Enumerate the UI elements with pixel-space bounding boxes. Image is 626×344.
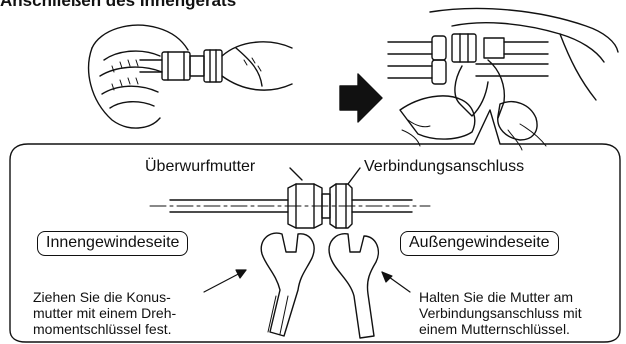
spanner-wrench-illustration [329, 234, 378, 338]
torque-wrench-note: Ziehen Sie die Konus- mutter mit einem D… [33, 289, 176, 337]
note-line: Verbindungsanschluss mit [419, 305, 582, 321]
outer-thread-side-tag: Außengewindeseite [400, 231, 559, 256]
hands-holding-joint-illustration [89, 25, 292, 128]
pointer-arrows [204, 270, 410, 292]
note-line: mutter mit einem Dreh- [33, 305, 176, 321]
connection-label: Verbindungsanschluss [364, 158, 524, 176]
note-line: Ziehen Sie die Konus- [33, 289, 176, 305]
note-line: momentschlüssel fest. [33, 321, 176, 337]
spanner-note: Halten Sie die Mutter am Verbindungsansc… [419, 289, 582, 337]
note-line: einem Mutternschlüssel. [419, 321, 582, 337]
pipe-joint-detail [150, 168, 430, 228]
torque-wrench-illustration [261, 233, 314, 336]
inner-thread-side-tag: Innengewindeseite [37, 231, 188, 256]
note-line: Halten Sie die Mutter am [419, 289, 582, 305]
wrenches-on-indoor-unit-illustration [388, 8, 618, 150]
arrow-right-icon [340, 74, 382, 122]
flare-nut-label: Überwurfmutter [145, 158, 255, 176]
